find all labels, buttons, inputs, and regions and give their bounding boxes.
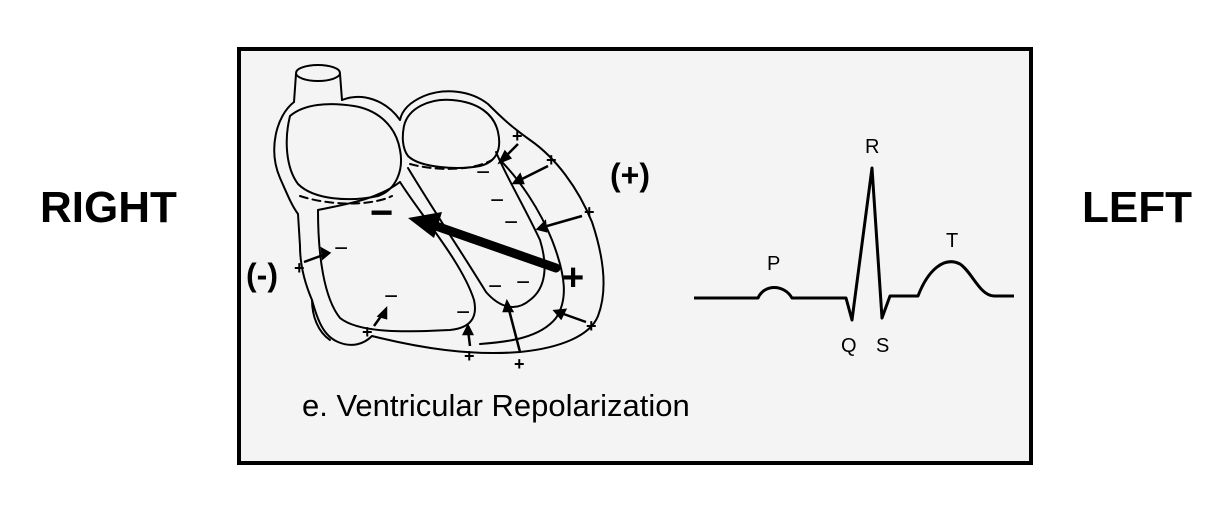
ecg-waveform xyxy=(694,166,1014,322)
inner-sign: − xyxy=(504,209,518,236)
inner-sign: − xyxy=(476,159,490,186)
left-ventricle-wall xyxy=(479,159,565,345)
ecg-t-label: T xyxy=(946,230,958,252)
inner-sign: − xyxy=(334,235,348,262)
mean-vector-arrow xyxy=(408,212,561,273)
ecg-q-label: Q xyxy=(841,335,857,357)
valve-line-right xyxy=(299,195,393,205)
inner-sign: − xyxy=(456,299,470,326)
diagram-caption: e. Ventricular Repolarization xyxy=(302,388,690,423)
inner-sign: − xyxy=(516,269,530,296)
diagram-panel: − + − − − − − − − − + + + + + + + + (+) … xyxy=(237,47,1033,465)
outer-sign: + xyxy=(514,354,525,374)
outer-sign: + xyxy=(464,346,475,366)
left-ventricle-inner xyxy=(407,151,546,308)
outer-sign: + xyxy=(362,322,373,342)
outer-sign: + xyxy=(584,202,595,222)
aorta-body xyxy=(293,73,343,103)
inner-sign: − xyxy=(488,273,502,300)
vector-tail-sign: + xyxy=(562,257,584,299)
inner-sign: − xyxy=(490,187,504,214)
heart-outline xyxy=(273,90,605,355)
heart-drawing xyxy=(273,64,605,355)
right-ventricle-bump xyxy=(311,299,331,341)
right-atrium xyxy=(285,103,402,201)
charge-signs: − + − − − − − − − − + + + + + + + + xyxy=(294,126,597,374)
ecg-p-label: P xyxy=(767,253,780,275)
positive-pole-label: (+) xyxy=(610,157,650,193)
negative-pole-label: (-) xyxy=(246,257,278,293)
ecg-trace: P Q R S T xyxy=(694,136,1014,357)
outer-sign: + xyxy=(512,126,523,146)
outer-sign: + xyxy=(546,150,557,170)
aorta-opening xyxy=(295,64,341,82)
ecg-s-label: S xyxy=(876,335,889,357)
right-ventricle-wall xyxy=(317,181,476,333)
right-side-label: RIGHT xyxy=(40,183,177,232)
inner-sign: − xyxy=(384,283,398,310)
outer-sign: + xyxy=(294,258,305,278)
ecg-r-label: R xyxy=(865,136,879,158)
septum-line xyxy=(317,181,401,211)
heart-ecg-figure: − + − − − − − − − − + + + + + + + + (+) … xyxy=(246,64,1014,423)
left-atrium xyxy=(401,98,501,169)
left-side-label: LEFT xyxy=(1082,183,1192,232)
vector-head-sign: − xyxy=(370,191,393,235)
valve-line-left xyxy=(409,159,493,170)
outer-sign: + xyxy=(586,316,597,336)
repolarization-arrows xyxy=(303,143,587,353)
